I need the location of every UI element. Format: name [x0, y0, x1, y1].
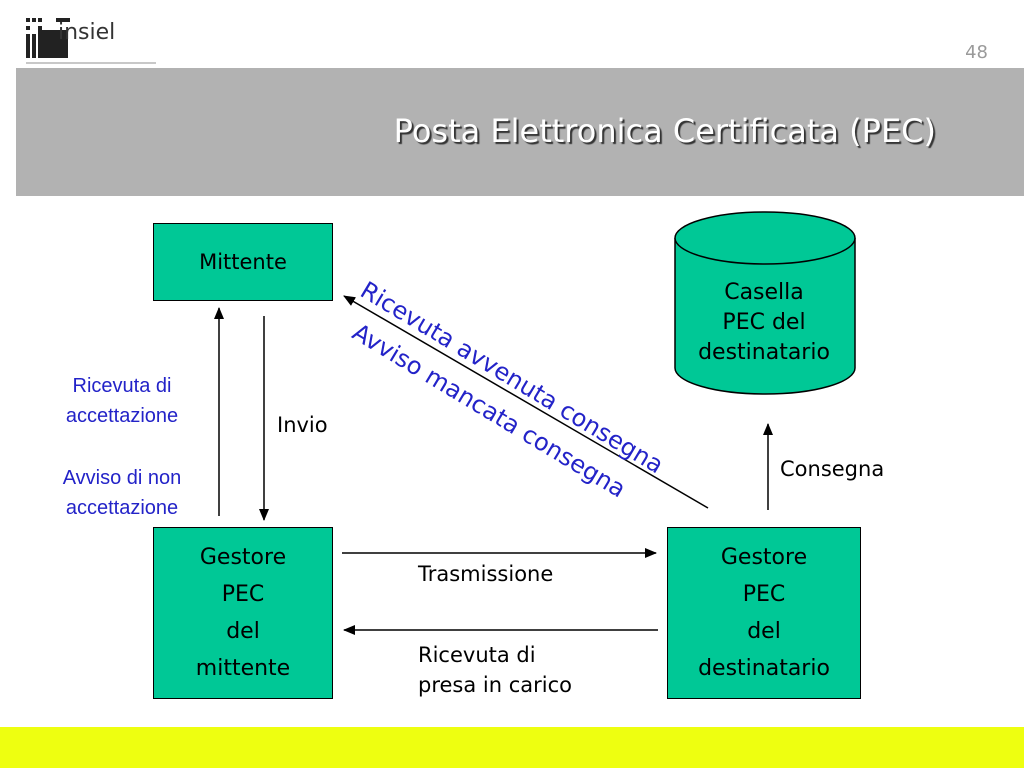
- logo-text: insiel: [58, 20, 116, 45]
- label-ricevuta-accettazione-line-2: accettazione: [65, 405, 179, 427]
- node-gestore-destinatario-line-4: destinatario: [698, 656, 830, 681]
- label-ricevuta-presa-carico-line-2: presa in carico: [418, 673, 573, 697]
- node-casella-line-2: PEC del: [722, 310, 806, 335]
- label-avviso-non-accettazione: Avviso di non accettazione: [30, 463, 214, 523]
- node-mittente-label: Mittente: [199, 250, 287, 274]
- arrow-ricevuta-avvenuta-consegna: [343, 295, 709, 509]
- insiel-logo-icon: [26, 18, 156, 64]
- page-title: Posta Elettronica Certificata (PEC): [393, 112, 936, 150]
- node-gestore-destinatario-line-1: Gestore: [720, 545, 808, 570]
- footer-band: [0, 727, 1024, 768]
- node-gestore-destinatario-line-3: del: [747, 619, 781, 644]
- node-casella-cylinder: [674, 211, 856, 395]
- node-gestore-destinatario: Gestore PEC del destinatario: [667, 527, 861, 699]
- label-ricevuta-accettazione: Ricevuta di accettazione: [30, 371, 214, 431]
- label-avviso-non-accettazione-line-1: Avviso di non: [62, 467, 182, 489]
- node-casella-line-1: Casella: [724, 280, 804, 305]
- label-invio: Invio: [277, 413, 328, 437]
- slide-number: 48: [965, 42, 988, 63]
- label-ricevuta-presa-carico-line-1: Ricevuta di: [418, 643, 536, 667]
- node-mittente: Mittente: [153, 223, 333, 301]
- node-casella-line-3: destinatario: [698, 340, 830, 365]
- header-band: [16, 68, 1024, 196]
- label-ricevuta-accettazione-line-1: Ricevuta di: [72, 375, 172, 397]
- node-gestore-mittente-line-4: mittente: [195, 656, 291, 681]
- label-trasmissione: Trasmissione: [418, 562, 554, 586]
- node-gestore-mittente-line-1: Gestore: [199, 545, 287, 570]
- label-avviso-non-accettazione-line-2: accettazione: [65, 497, 179, 519]
- label-ricevuta-presa-carico: Ricevuta di presa in carico: [418, 640, 572, 700]
- node-gestore-mittente-line-3: del: [226, 619, 260, 644]
- label-consegna: Consegna: [780, 457, 885, 481]
- node-gestore-mittente-line-2: PEC: [221, 582, 265, 607]
- node-gestore-mittente: Gestore PEC del mittente: [153, 527, 333, 699]
- node-gestore-destinatario-line-2: PEC: [742, 582, 786, 607]
- node-casella-label: Casella PEC del destinatario: [676, 278, 852, 368]
